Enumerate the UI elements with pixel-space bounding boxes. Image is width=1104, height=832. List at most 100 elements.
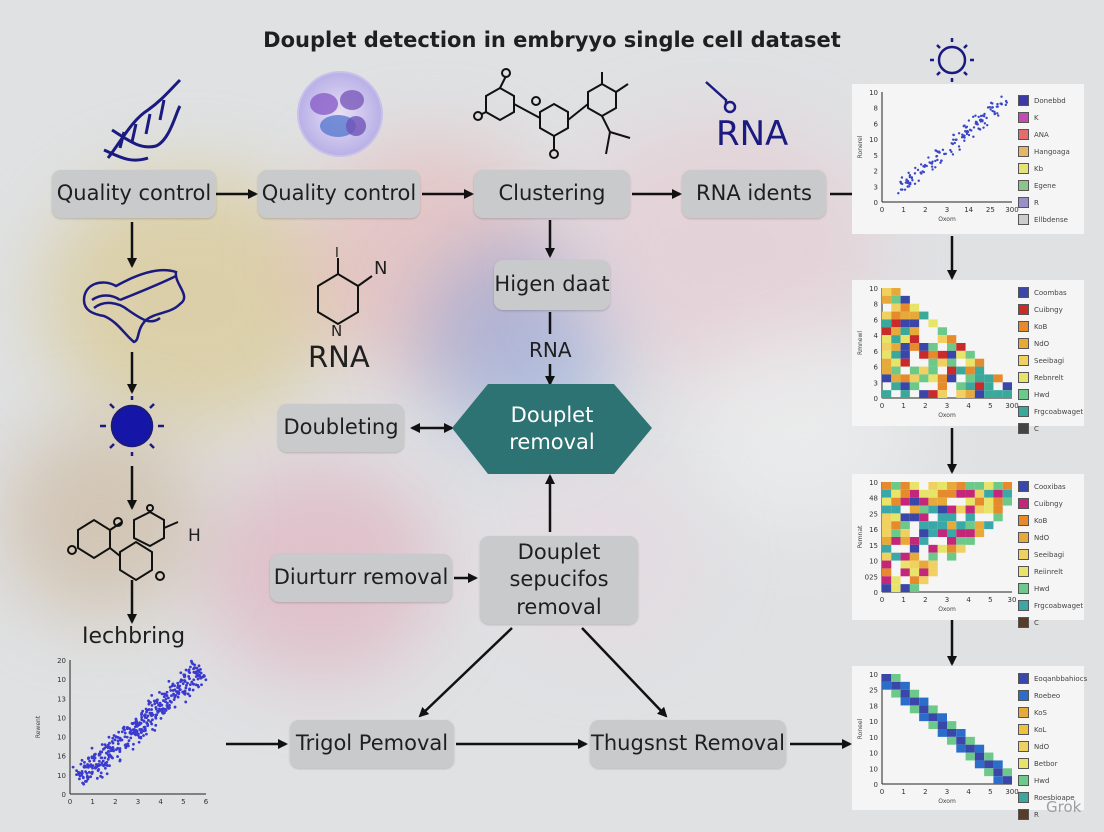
heat-cell bbox=[1002, 776, 1012, 784]
x-tick-label: 1 bbox=[901, 206, 905, 214]
heat-cell bbox=[900, 343, 910, 351]
data-point bbox=[142, 734, 145, 737]
y-tick-label: 8 bbox=[874, 105, 878, 113]
heat-cell bbox=[909, 560, 920, 569]
heat-cell bbox=[984, 374, 994, 383]
data-point bbox=[938, 150, 941, 153]
heat-cell bbox=[928, 505, 938, 514]
data-point bbox=[90, 771, 93, 775]
data-point bbox=[83, 765, 86, 769]
y-tick-label: 10 bbox=[57, 772, 66, 780]
legend-label: KoB bbox=[1034, 322, 1048, 331]
data-point bbox=[188, 677, 191, 681]
heat-cell bbox=[891, 382, 901, 391]
heat-cell bbox=[882, 674, 892, 682]
heat-cell bbox=[984, 482, 994, 490]
heat-cell bbox=[900, 311, 910, 320]
y-tick-label: 6 bbox=[874, 316, 879, 324]
heat-cell bbox=[882, 544, 892, 553]
quality-control-label-1: Quality control bbox=[56, 181, 212, 206]
heat-cell bbox=[947, 729, 957, 737]
data-point bbox=[908, 182, 911, 186]
legend-entry: C bbox=[1018, 420, 1083, 437]
heat-cell bbox=[928, 358, 938, 367]
legend-entry: Frgcoabwaget bbox=[1018, 403, 1083, 420]
heat-cell bbox=[919, 311, 929, 320]
x-tick-label: 0 bbox=[880, 402, 884, 410]
molecule-top-icon bbox=[473, 68, 631, 159]
heat-cell bbox=[928, 482, 938, 490]
heat-cell bbox=[984, 489, 994, 498]
data-point bbox=[899, 180, 902, 184]
data-point bbox=[147, 699, 150, 703]
legend-swatch bbox=[1018, 355, 1029, 366]
clustering-label: Clustering bbox=[498, 181, 606, 206]
data-point bbox=[188, 671, 192, 675]
heat-cell bbox=[947, 358, 957, 367]
data-point bbox=[164, 709, 168, 712]
heat-cell bbox=[900, 374, 910, 383]
heat-cell bbox=[1002, 382, 1012, 391]
heat-cell bbox=[928, 521, 938, 530]
heat-cell bbox=[928, 374, 938, 383]
heat-cell bbox=[900, 529, 910, 537]
data-point bbox=[183, 692, 187, 696]
data-point bbox=[145, 710, 148, 714]
data-point bbox=[167, 679, 171, 683]
data-point bbox=[95, 776, 99, 780]
y-tick-label: 0 bbox=[874, 199, 878, 207]
heat-cell bbox=[937, 327, 947, 336]
heat-cell bbox=[919, 489, 929, 498]
data-point bbox=[906, 179, 910, 183]
legend-swatch bbox=[1018, 338, 1029, 349]
heat-cell bbox=[993, 489, 1003, 498]
trigol-box: Trigol Pemoval bbox=[290, 720, 454, 768]
data-point bbox=[985, 116, 988, 120]
y-tick-label: 3 bbox=[874, 379, 878, 387]
page-title: Douplet detection in embryyo single cell… bbox=[263, 28, 841, 52]
heat-cell bbox=[947, 537, 957, 545]
heat-cell bbox=[900, 319, 910, 328]
doubleting-box: Doubleting bbox=[278, 404, 404, 452]
heat-cell bbox=[956, 736, 966, 745]
legend-entry: KoB bbox=[1018, 512, 1083, 529]
data-point bbox=[192, 670, 196, 674]
legend-entry: Cuibngy bbox=[1018, 495, 1083, 512]
douplet-sep-box: Douplet sepucifos removal bbox=[480, 536, 638, 624]
data-point bbox=[989, 108, 992, 111]
data-point bbox=[997, 114, 1000, 117]
legend-label: Seeibagi bbox=[1034, 356, 1065, 365]
legend-label: Egene bbox=[1034, 181, 1056, 190]
legend-entry: KoB bbox=[1018, 318, 1083, 335]
legend-entry: ANA bbox=[1018, 126, 1070, 143]
legend-swatch bbox=[1018, 214, 1029, 225]
heat-cell bbox=[909, 697, 920, 706]
heat-cell bbox=[882, 584, 892, 592]
heat-cell bbox=[891, 327, 901, 336]
heat-cell bbox=[900, 681, 910, 690]
heat-cell bbox=[919, 697, 929, 706]
data-point bbox=[176, 684, 180, 688]
heat-cell bbox=[947, 721, 957, 729]
y-tick-label: 10 bbox=[57, 734, 66, 742]
heat-cell bbox=[909, 584, 920, 592]
heat-cell bbox=[919, 350, 929, 359]
heat-cell bbox=[909, 382, 920, 391]
heat-cell bbox=[928, 497, 938, 506]
heat-cell bbox=[919, 568, 929, 577]
y-tick-label: 6 bbox=[874, 364, 879, 372]
rna-idents-box: RNA idents bbox=[682, 170, 826, 218]
y-tick-label: 10 bbox=[869, 558, 878, 566]
i-label-top: I bbox=[335, 246, 339, 261]
data-point bbox=[908, 174, 912, 177]
legend-swatch bbox=[1018, 95, 1029, 106]
data-point bbox=[91, 766, 94, 770]
heat-cell bbox=[909, 497, 920, 506]
heat-cell bbox=[947, 521, 957, 530]
x-tick-label: 2 bbox=[923, 206, 927, 214]
data-point bbox=[199, 668, 202, 671]
